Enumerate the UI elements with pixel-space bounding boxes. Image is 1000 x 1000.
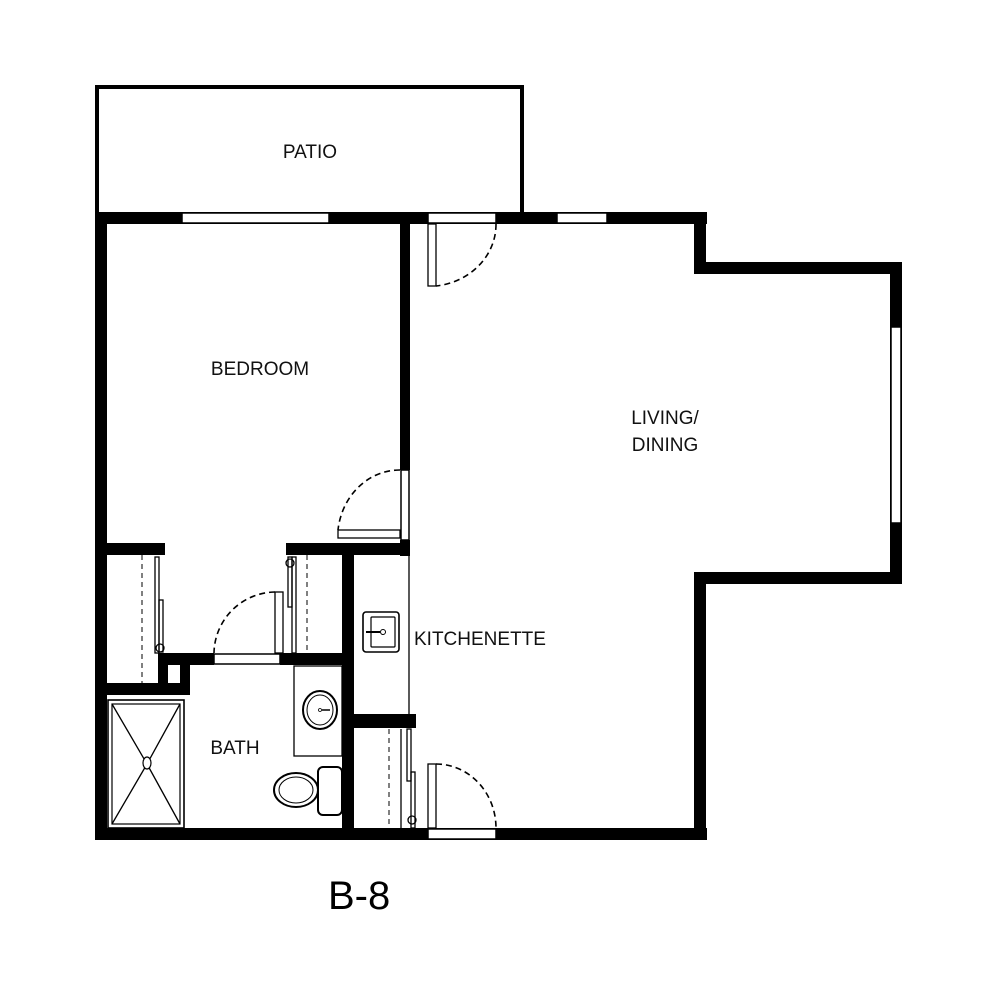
room-label-patio: PATIO [282,142,338,163]
bathroom-sink-icon [302,690,338,730]
bedroom-closet-left [141,555,165,683]
rear-door[interactable] [427,763,497,840]
room-label-bedroom: BEDROOM [210,359,310,380]
bedroom-closet-right [285,555,308,654]
room-label-living-line2: DINING [631,435,699,456]
kitchenette-closet [388,728,417,829]
windows [181,212,902,524]
toilet-icon [273,766,343,816]
room-label-bath: BATH [210,738,260,759]
room-label-kitchenette: KITCHENETTE [414,629,546,650]
kitchenette-counter [362,556,410,714]
unit-name: B-8 [328,874,391,918]
living-window-top [556,212,608,224]
living-window-side [890,326,902,524]
bedroom-door[interactable] [337,469,410,541]
bedroom-window [181,212,330,224]
vanity-counter [293,665,343,757]
bath-door[interactable] [213,591,284,665]
interior-walls [95,212,416,840]
entry-door[interactable] [427,212,497,287]
room-label-living-line1: LIVING/ [631,408,699,429]
kitchen-sink-icon [362,611,400,653]
shower-icon [107,699,185,829]
